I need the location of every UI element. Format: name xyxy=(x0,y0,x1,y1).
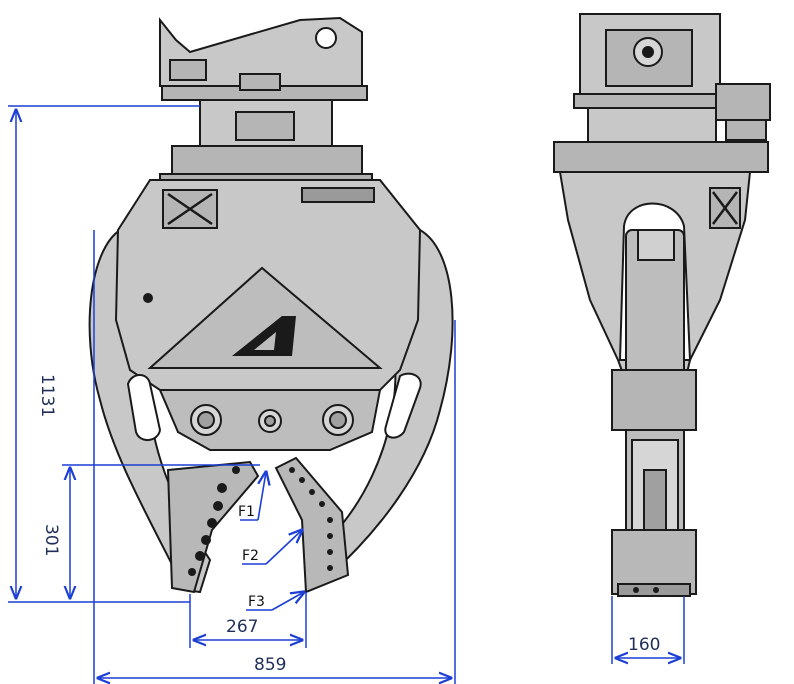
dim-overall-width-label: 859 xyxy=(254,655,286,675)
blade-holes-left xyxy=(188,466,240,576)
cover-plate xyxy=(147,266,383,369)
side-view xyxy=(553,13,771,597)
force-label-f3: F3 xyxy=(248,594,265,610)
serial-plate xyxy=(301,187,375,203)
force-arrow-f2 xyxy=(265,530,302,565)
force-label-f1: F1 xyxy=(238,504,255,520)
jaw-slot-right xyxy=(384,372,422,439)
blade-right xyxy=(274,456,350,594)
blade-holes-right xyxy=(289,467,333,571)
side-hydraulic-fitting xyxy=(715,83,771,121)
brand-logo-mark xyxy=(232,316,296,356)
rotator-collar xyxy=(171,145,363,175)
force-arrow-f3 xyxy=(271,592,304,611)
dim-jaw-opening-label: 267 xyxy=(226,617,258,637)
bracket-pin-hole xyxy=(315,27,337,49)
force-indicators xyxy=(240,472,304,611)
dim-jaw-depth-label: 301 xyxy=(41,524,61,556)
dimension-lines xyxy=(8,105,685,684)
front-view xyxy=(88,16,454,594)
jaw-slot-left xyxy=(126,374,162,441)
dim-side-thickness-label: 160 xyxy=(628,635,660,655)
force-arrow-f1 xyxy=(258,472,266,521)
force-label-f2: F2 xyxy=(242,548,259,564)
dim-overall-height-label: 1131 xyxy=(37,374,57,417)
